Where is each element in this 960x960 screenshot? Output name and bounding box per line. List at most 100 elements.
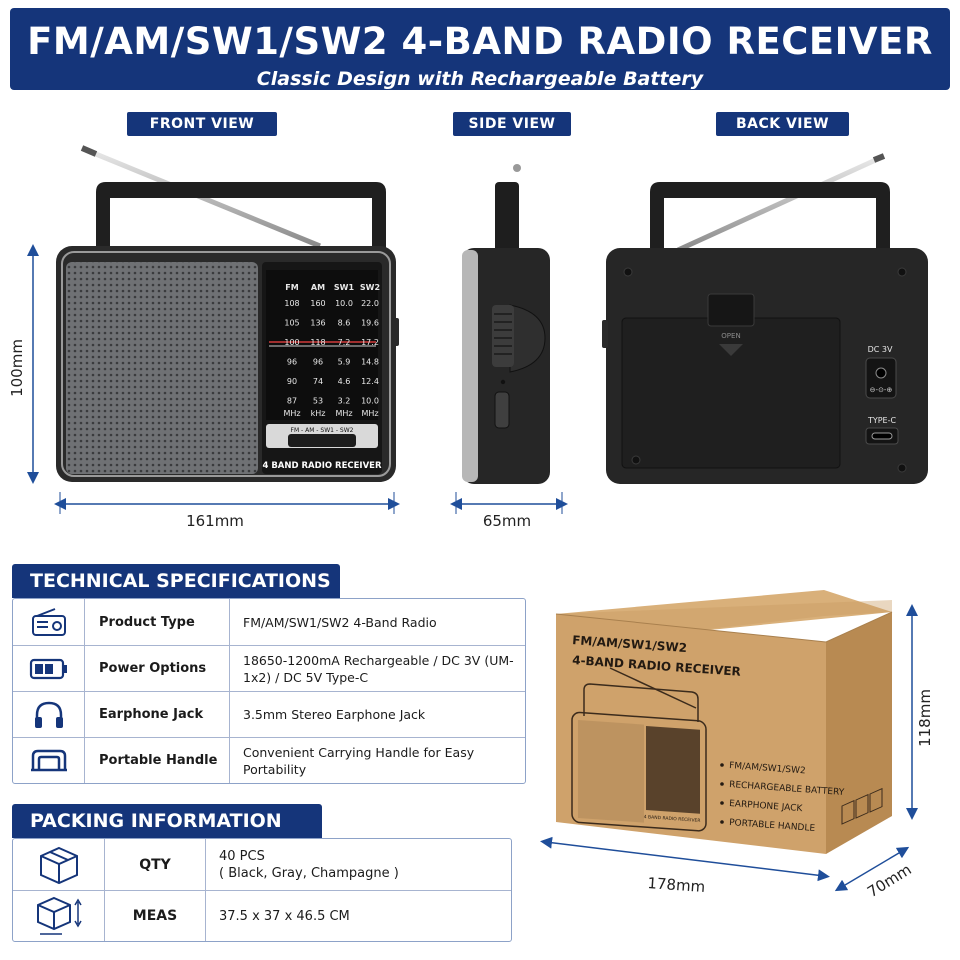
dial-frequency-value: 14.8 [361,358,379,367]
dial-frequency-value: 90 [287,377,297,386]
box-depth-dim: 70mm [864,860,915,901]
dial-frequency-value: 4.6 [338,377,351,386]
spec-value: 3.5mm Stereo Earphone Jack [243,707,426,722]
dial-frequency-value: 136 [310,319,325,328]
dial-frequency-value: 8.6 [338,319,351,328]
side-view-radio [462,164,550,484]
qty-note: ( Black, Gray, Champagne ) [219,865,399,881]
battery-cover[interactable] [621,317,841,469]
title-banner: FM/AM/SW1/SW2 4-BAND RADIO RECEIVER Clas… [10,8,950,90]
page-subtitle: Classic Design with Rechargeable Battery [256,68,704,90]
box-feature-bullet [720,801,724,805]
front-handle [96,182,386,250]
front-tuning-knob[interactable] [393,318,399,346]
dial-unit-label: MHz [283,409,300,418]
handle-icon [13,738,85,783]
specs-heading: TECHNICAL SPECIFICATIONS [12,564,340,598]
box-mini-label: 4 BAND RADIO RECEIVER [644,814,701,824]
band-switch[interactable] [288,434,356,447]
spec-name: Portable Handle [99,753,218,768]
spec-row-earphone-jack: Earphone Jack 3.5mm Stereo Earphone Jack [13,691,525,737]
battery-icon [13,646,85,691]
dial-frequency-value: 17.2 [361,338,379,347]
spec-name: Power Options [99,661,207,676]
spec-value: 18650-1200mA Rechargeable / DC 3V (UM-1x… [243,652,514,685]
dial-frequency-value: 22.0 [361,299,379,308]
dial-frequency-value: 12.4 [361,377,379,386]
back-handle [650,182,890,252]
dial-frequency-value: 105 [284,319,299,328]
battery-latch[interactable] [707,293,755,327]
dial-frequency-value: 160 [310,299,325,308]
back-view-label: BACK VIEW [716,112,849,136]
spec-name: Product Type [99,614,195,630]
packing-row-qty: QTY 40 PCS ( Black, Gray, Champagne ) [13,839,511,890]
dial-unit-label: MHz [335,409,352,418]
spec-row-product-type: Product Type FM/AM/SW1/SW2 4-Band Radio [13,599,525,645]
receiver-label: 4 BAND RADIO RECEIVER [262,461,382,471]
meas-value: 37.5 x 37 x 46.5 CM [219,908,350,924]
handling-icons [841,787,883,825]
box-radio-drawing [571,667,707,832]
packing-table: QTY 40 PCS ( Black, Gray, Champagne ) ME… [12,838,512,942]
page-title: FM/AM/SW1/SW2 4-BAND RADIO RECEIVER [27,20,933,63]
packing-heading: PACKING INFORMATION [12,804,322,838]
box-feature-bullet [720,820,724,824]
frequency-dial [266,270,378,420]
spec-row-power-options: Power Options 18650-1200mA Rechargeable … [13,645,525,691]
dial-frequency-value: 108 [284,299,299,308]
specs-table: Product Type FM/AM/SW1/SW2 4-Band Radio … [12,598,526,784]
spec-name: Earphone Jack [99,707,204,722]
dial-frequency-value: 5.9 [338,358,351,367]
dial-frequency-value: 96 [313,358,323,367]
box-width-dim: 178mm [647,874,706,896]
carton-box-illustration: FM/AM/SW1/SW2 4-BAND RADIO RECEIVER 4 BA… [540,590,934,901]
radio-icon [13,599,85,645]
side-tuning-wheel[interactable] [492,305,514,367]
svg-text:⊖-⊙-⊕: ⊖-⊙-⊕ [870,386,893,394]
spec-row-portable-handle: Portable Handle Convenient Carrying Hand… [13,737,525,783]
open-label: OPEN [721,332,740,340]
dial-band-label: AM [311,283,325,292]
dial-frequency-value: 74 [313,377,323,386]
meas-label: MEAS [132,908,178,924]
box-dimensions-icon [13,891,105,941]
qty-value: 40 PCS [219,848,265,864]
dial-frequency-value: 10.0 [335,299,353,308]
earphone-jack[interactable] [500,379,506,385]
band-switch-label: FM - AM - SW1 - SW2 [291,427,354,434]
dial-frequency-value: 118 [310,338,325,347]
packing-row-meas: MEAS 37.5 x 37 x 46.5 CM [13,890,511,941]
dimension-lines: 100mm 161mm 65mm [8,244,568,530]
qty-label: QTY [139,856,171,873]
dial-frequency-value: 100 [284,338,299,347]
dial-unit-label: kHz [311,409,326,418]
speaker-grille [66,262,258,474]
box-feature-bullet [720,763,724,767]
dial-unit-label: MHz [361,409,378,418]
dial-frequency-value: 10.0 [361,397,379,406]
front-view-label: FRONT VIEW [127,112,277,136]
box-side [826,612,892,854]
box-icon [13,839,105,890]
typec-label: TYPE-C [867,416,897,425]
spec-value: Convenient Carrying Handle for Easy Port… [243,744,475,777]
side-switch[interactable] [494,391,510,429]
dial-band-label: SW1 [334,283,355,292]
dial-frequency-value: 7.2 [338,338,351,347]
front-height-dim: 100mm [8,339,26,397]
side-view-label: SIDE VIEW [453,112,571,136]
side-handle [495,182,519,260]
dial-band-label: SW2 [360,283,380,292]
dial-frequency-value: 53 [313,397,323,406]
dial-frequency-value: 87 [287,397,297,406]
back-view-radio: OPEN DC 3V ⊖-⊙-⊕ TYPE-C [602,153,928,484]
spec-value: FM/AM/SW1/SW2 4-Band Radio [243,614,437,630]
dial-frequency-value: 19.6 [361,319,379,328]
side-depth-dim: 65mm [483,512,531,530]
dial-frequency-value: 96 [287,358,297,367]
box-feature-bullet [720,782,724,786]
dial-frequency-value: 3.2 [338,397,351,406]
